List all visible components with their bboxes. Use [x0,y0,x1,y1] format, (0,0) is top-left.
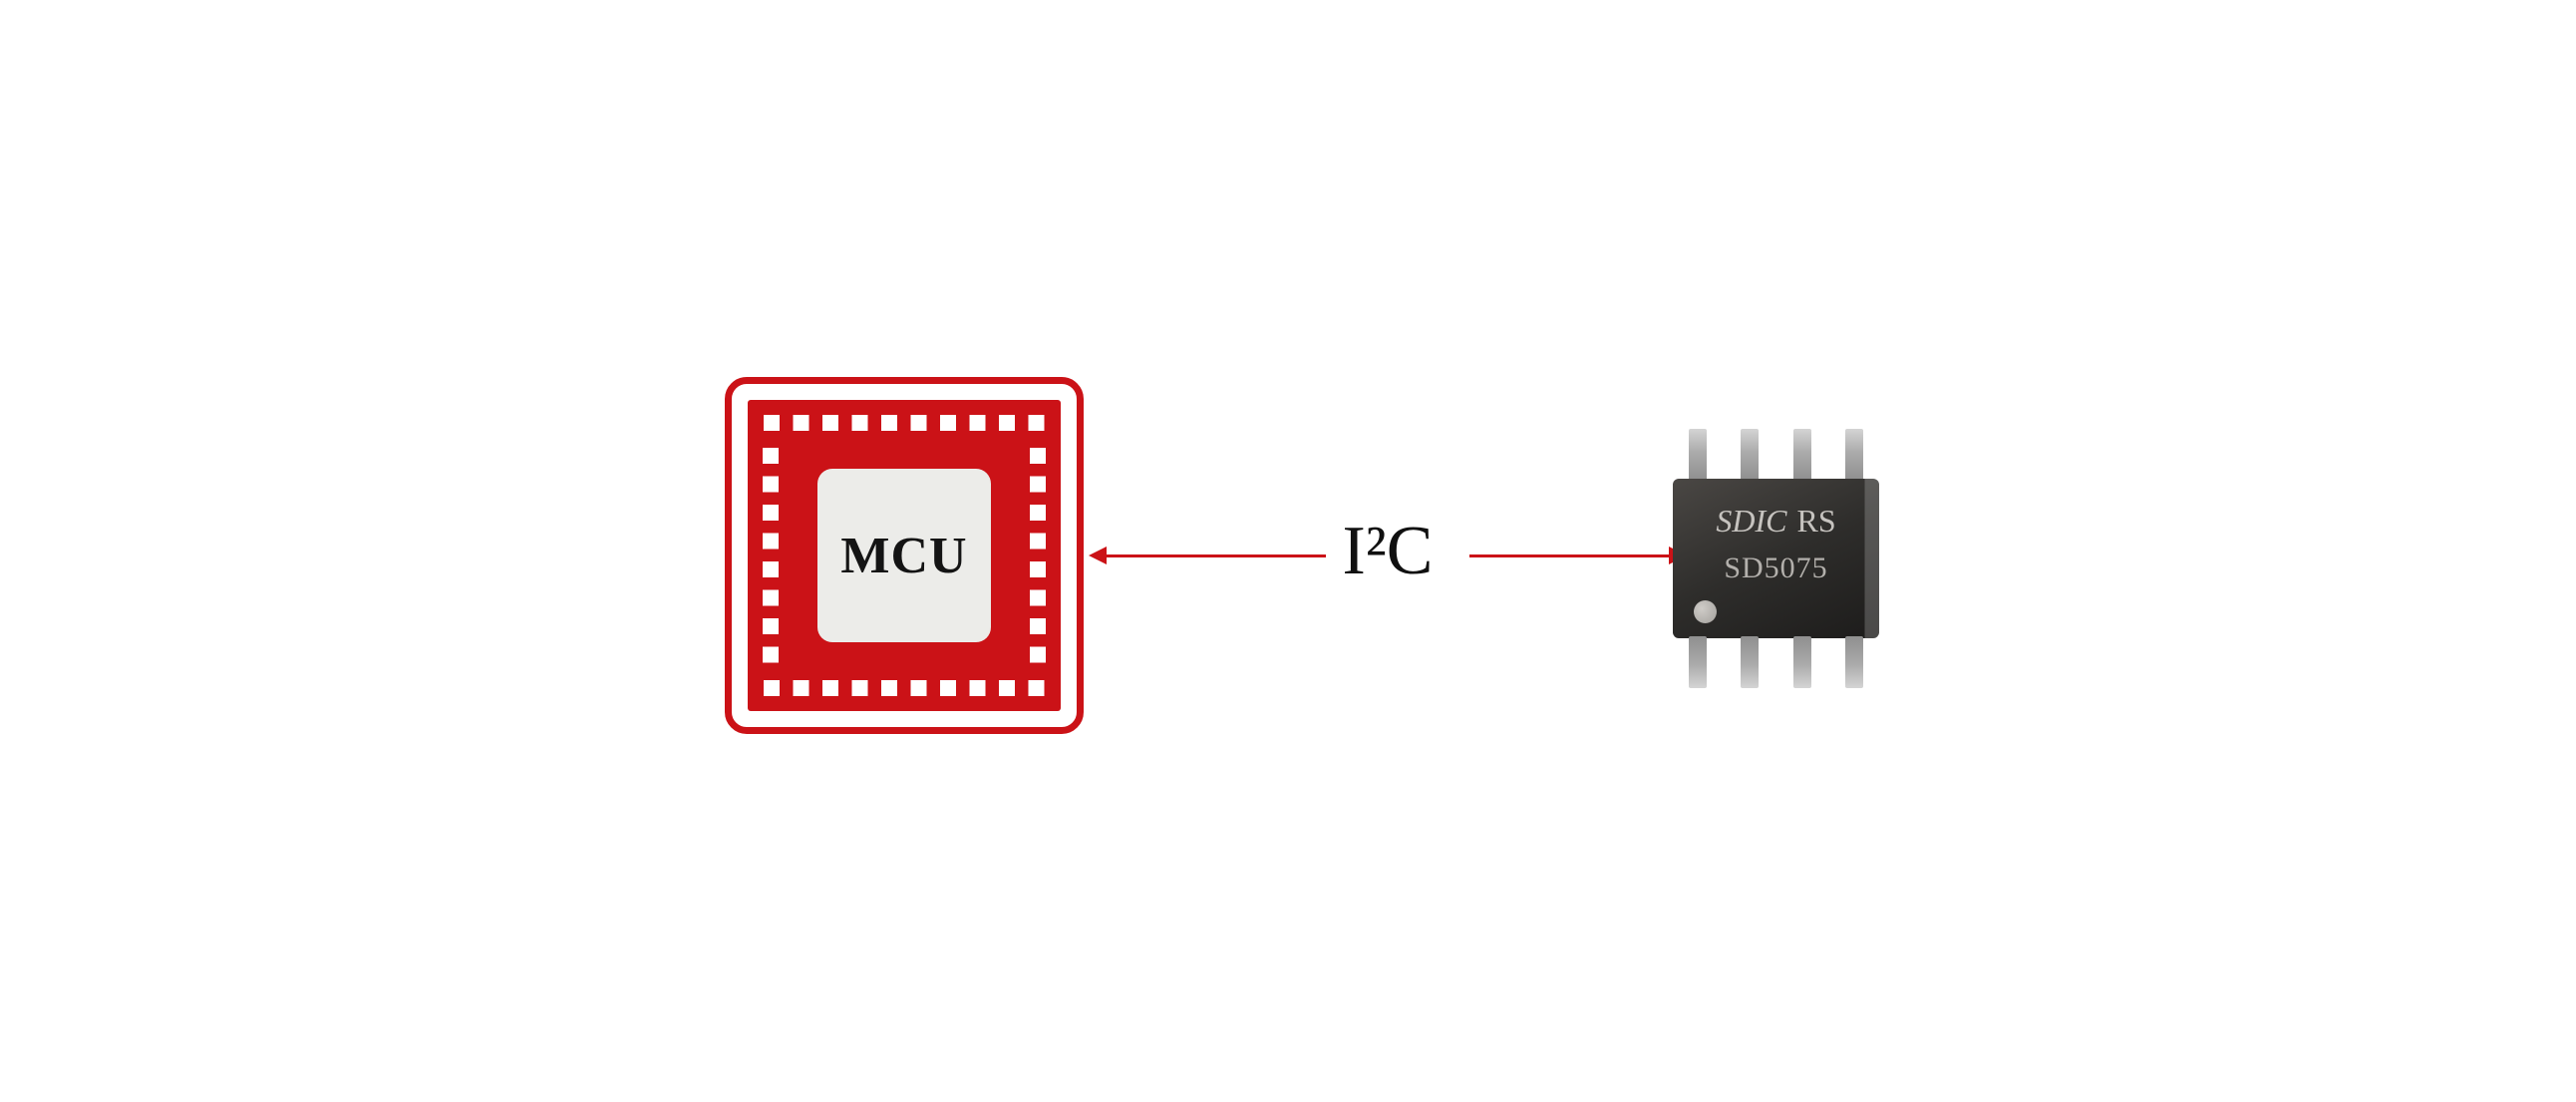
mcu-pads-right [1030,448,1046,663]
chip-pin [1689,429,1707,481]
mcu-package-body: MCU [748,400,1061,711]
arrowhead-left-icon [1089,547,1107,564]
i2c-bus-label: I²C [1342,512,1434,589]
mcu-pads-left [763,448,779,663]
mcu-die: MCU [817,469,991,642]
chip-pins-top [1673,429,1879,481]
arrow-to-mcu [1089,547,1326,564]
chip-part-number: SD5075 [1724,551,1828,584]
chip-pin [1844,636,1863,688]
chip-pin [1741,429,1760,481]
mcu-label: MCU [840,527,968,584]
chip-pin [1689,636,1707,688]
mcu-package: MCU [725,377,1084,734]
pin1-indicator-dot [1694,600,1717,623]
mcu-pads-bottom [764,680,1045,696]
mcu-pads-top [764,415,1045,431]
chip-brand-suffix: RS [1796,503,1836,539]
chip-pin [1741,636,1760,688]
chip-pins-bottom [1673,636,1879,688]
arrow-to-chip [1469,547,1687,564]
arrow-shaft [1469,553,1669,557]
chip-pin [1792,429,1811,481]
chip-brand: SDIC [1716,503,1787,539]
arrow-shaft [1107,553,1326,557]
chip-pin [1792,636,1811,688]
chip-pin [1844,429,1863,481]
